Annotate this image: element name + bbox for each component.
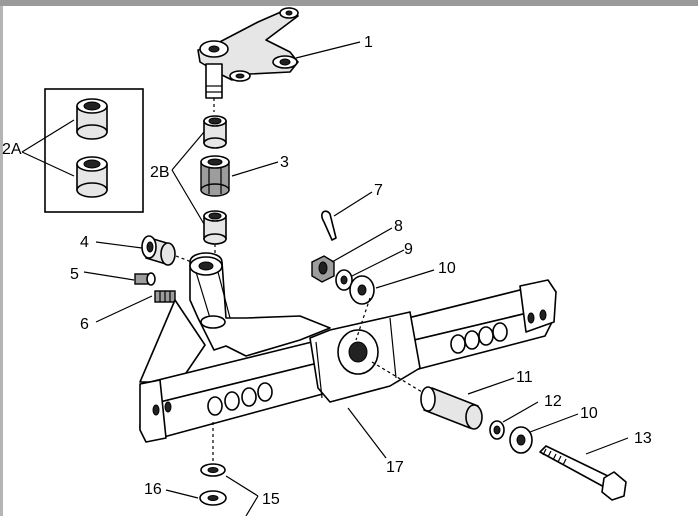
callout-10-lower: 10	[580, 405, 598, 422]
bolt-part-13	[539, 445, 627, 501]
callout-13: 13	[634, 430, 652, 447]
collar-part-3	[200, 155, 230, 197]
bushing-2b-upper	[203, 115, 227, 149]
callout-9: 9	[404, 241, 413, 258]
left-border	[0, 6, 3, 516]
callout-2b: 2B	[150, 164, 170, 181]
spacer-part-4	[141, 235, 203, 267]
washer-part-16	[199, 490, 227, 506]
sleeve-part-11	[371, 361, 483, 430]
inset-box-2a	[44, 88, 144, 213]
callout-5: 5	[70, 266, 79, 283]
fitting-part-5	[134, 272, 156, 286]
callout-10-upper: 10	[438, 260, 456, 277]
leader-lines	[21, 41, 629, 516]
callout-8: 8	[394, 218, 403, 235]
top-border	[0, 0, 698, 6]
callout-12: 12	[544, 393, 562, 410]
callout-16: 16	[144, 481, 162, 498]
callout-17: 17	[386, 459, 404, 476]
bushing-2b-lower	[203, 210, 227, 262]
fitting-part-6	[154, 290, 176, 303]
washer-part-10-upper	[349, 275, 375, 341]
callout-4: 4	[80, 234, 89, 251]
washer-part-15	[200, 463, 226, 477]
callout-1: 1	[364, 34, 373, 51]
cotter-pin-part-7	[321, 210, 337, 241]
castle-nut-part-8	[311, 255, 335, 283]
callout-7: 7	[374, 182, 383, 199]
axle-frame-part-17	[139, 252, 557, 462]
bushing-2a-top	[76, 98, 108, 140]
steering-arm-part-1	[197, 7, 299, 112]
callout-2a: 2A	[2, 141, 22, 158]
bushing-2a-bottom	[76, 156, 108, 198]
callout-6: 6	[80, 316, 89, 333]
callout-3: 3	[280, 154, 289, 171]
washer-part-9	[335, 269, 353, 291]
callout-15: 15	[262, 491, 280, 508]
washer-part-12	[489, 420, 505, 440]
callout-11: 11	[516, 369, 533, 386]
washer-part-10-lower	[509, 426, 533, 454]
